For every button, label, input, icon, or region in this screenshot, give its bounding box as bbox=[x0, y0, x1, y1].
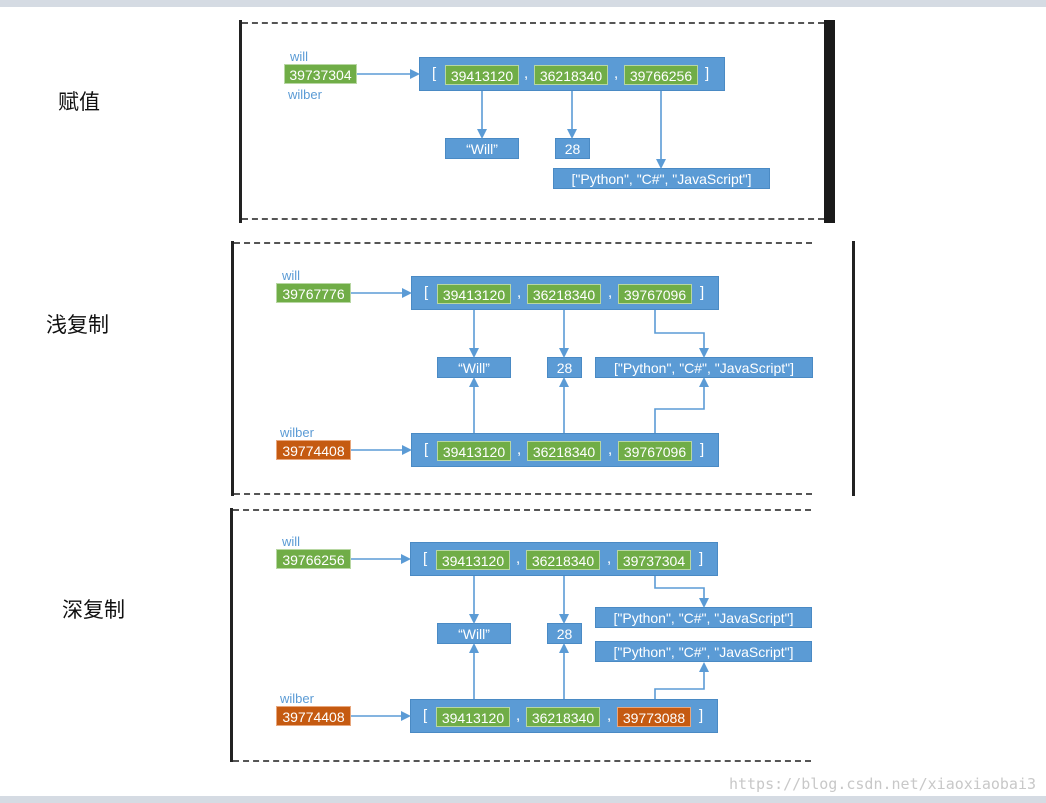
list-comma: , bbox=[516, 707, 521, 724]
list-comma: , bbox=[524, 65, 529, 82]
arrow-to-langs bbox=[654, 377, 709, 433]
list-item-address: 39767096 bbox=[618, 441, 692, 461]
panel-bottom-dash bbox=[242, 218, 824, 220]
list-item-address: 36218340 bbox=[527, 441, 601, 461]
var-will-label: will bbox=[282, 534, 301, 549]
panel-top-dash bbox=[233, 509, 811, 511]
bottom-border bbox=[0, 796, 1046, 803]
list-close-bracket: ] bbox=[700, 284, 705, 301]
var-address: 39774408 bbox=[276, 706, 351, 726]
var-will-label: will bbox=[282, 268, 301, 283]
arrow-to-langs bbox=[654, 576, 709, 608]
list-object: [ 39413120 , 36218340 , 39767096 ] bbox=[411, 433, 719, 467]
list-item-address: 36218340 bbox=[526, 707, 600, 727]
section-label-deep-copy: 深复制 bbox=[62, 598, 125, 622]
object-langs-list-copy: ["Python", "C#", "JavaScript"] bbox=[595, 641, 812, 662]
list-item-address: 39413120 bbox=[437, 284, 511, 304]
var-wilber-label: wilber bbox=[288, 87, 322, 102]
list-comma: , bbox=[608, 441, 613, 458]
list-item-address: 39413120 bbox=[445, 65, 519, 85]
object-langs-list: ["Python", "C#", "JavaScript"] bbox=[595, 357, 813, 378]
list-open-bracket: [ bbox=[423, 707, 428, 724]
list-item-address: 39773088 bbox=[617, 707, 691, 727]
arrow-to-langs-copy bbox=[654, 662, 709, 699]
list-open-bracket: [ bbox=[423, 550, 428, 567]
panel-right-border bbox=[852, 241, 855, 496]
list-open-bracket: [ bbox=[424, 441, 429, 458]
list-item-address: 36218340 bbox=[526, 550, 600, 570]
object-langs-list: ["Python", "C#", "JavaScript"] bbox=[553, 168, 770, 189]
section-label-shallow-copy: 浅复制 bbox=[46, 313, 109, 337]
list-item-address: 39766256 bbox=[624, 65, 698, 85]
list-item-address: 39413120 bbox=[436, 707, 510, 727]
list-comma: , bbox=[608, 284, 613, 301]
section-label-assignment: 赋值 bbox=[58, 90, 100, 114]
var-address: 39766256 bbox=[276, 549, 351, 569]
panel-top-dash bbox=[234, 242, 812, 244]
var-address: 39767776 bbox=[276, 283, 351, 303]
list-comma: , bbox=[607, 550, 612, 567]
arrow-to-langs bbox=[654, 310, 709, 358]
list-comma: , bbox=[516, 550, 521, 567]
list-item-address: 39767096 bbox=[618, 284, 692, 304]
watermark: https://blog.csdn.net/xiaoxiaobai3 bbox=[728, 775, 1036, 793]
list-object: [ 39413120 , 36218340 , 39766256 ] bbox=[419, 57, 725, 91]
list-object: [ 39413120 , 36218340 , 39767096 ] bbox=[411, 276, 719, 310]
var-will-label: will bbox=[290, 49, 309, 64]
panel-left-border bbox=[231, 241, 234, 496]
list-close-bracket: ] bbox=[699, 550, 704, 567]
panel-bottom-dash bbox=[234, 493, 812, 495]
list-item-address: 39413120 bbox=[437, 441, 511, 461]
list-close-bracket: ] bbox=[705, 65, 710, 82]
panel-top-dash bbox=[242, 22, 824, 24]
list-object: [ 39413120 , 36218340 , 39773088 ] bbox=[410, 699, 718, 733]
list-item-address: 39737304 bbox=[617, 550, 691, 570]
object-langs-list-original: ["Python", "C#", "JavaScript"] bbox=[595, 607, 812, 628]
panel-left-border bbox=[239, 20, 242, 223]
list-comma: , bbox=[517, 284, 522, 301]
list-open-bracket: [ bbox=[432, 65, 437, 82]
object-name-string: “Will” bbox=[445, 138, 519, 159]
list-comma: , bbox=[614, 65, 619, 82]
var-address: 39774408 bbox=[276, 440, 351, 460]
list-object: [ 39413120 , 36218340 , 39737304 ] bbox=[410, 542, 718, 576]
list-comma: , bbox=[607, 707, 612, 724]
panel-left-border bbox=[230, 508, 233, 762]
top-border bbox=[0, 0, 1046, 7]
list-close-bracket: ] bbox=[699, 707, 704, 724]
list-item-address: 36218340 bbox=[527, 284, 601, 304]
var-address: 39737304 bbox=[284, 64, 357, 84]
panel-right-border bbox=[824, 20, 835, 223]
list-item-address: 36218340 bbox=[534, 65, 608, 85]
var-wilber-label: wilber bbox=[280, 425, 314, 440]
panel-bottom-dash bbox=[233, 760, 811, 762]
list-comma: , bbox=[517, 441, 522, 458]
list-open-bracket: [ bbox=[424, 284, 429, 301]
list-item-address: 39413120 bbox=[436, 550, 510, 570]
list-close-bracket: ] bbox=[700, 441, 705, 458]
var-wilber-label: wilber bbox=[280, 691, 314, 706]
